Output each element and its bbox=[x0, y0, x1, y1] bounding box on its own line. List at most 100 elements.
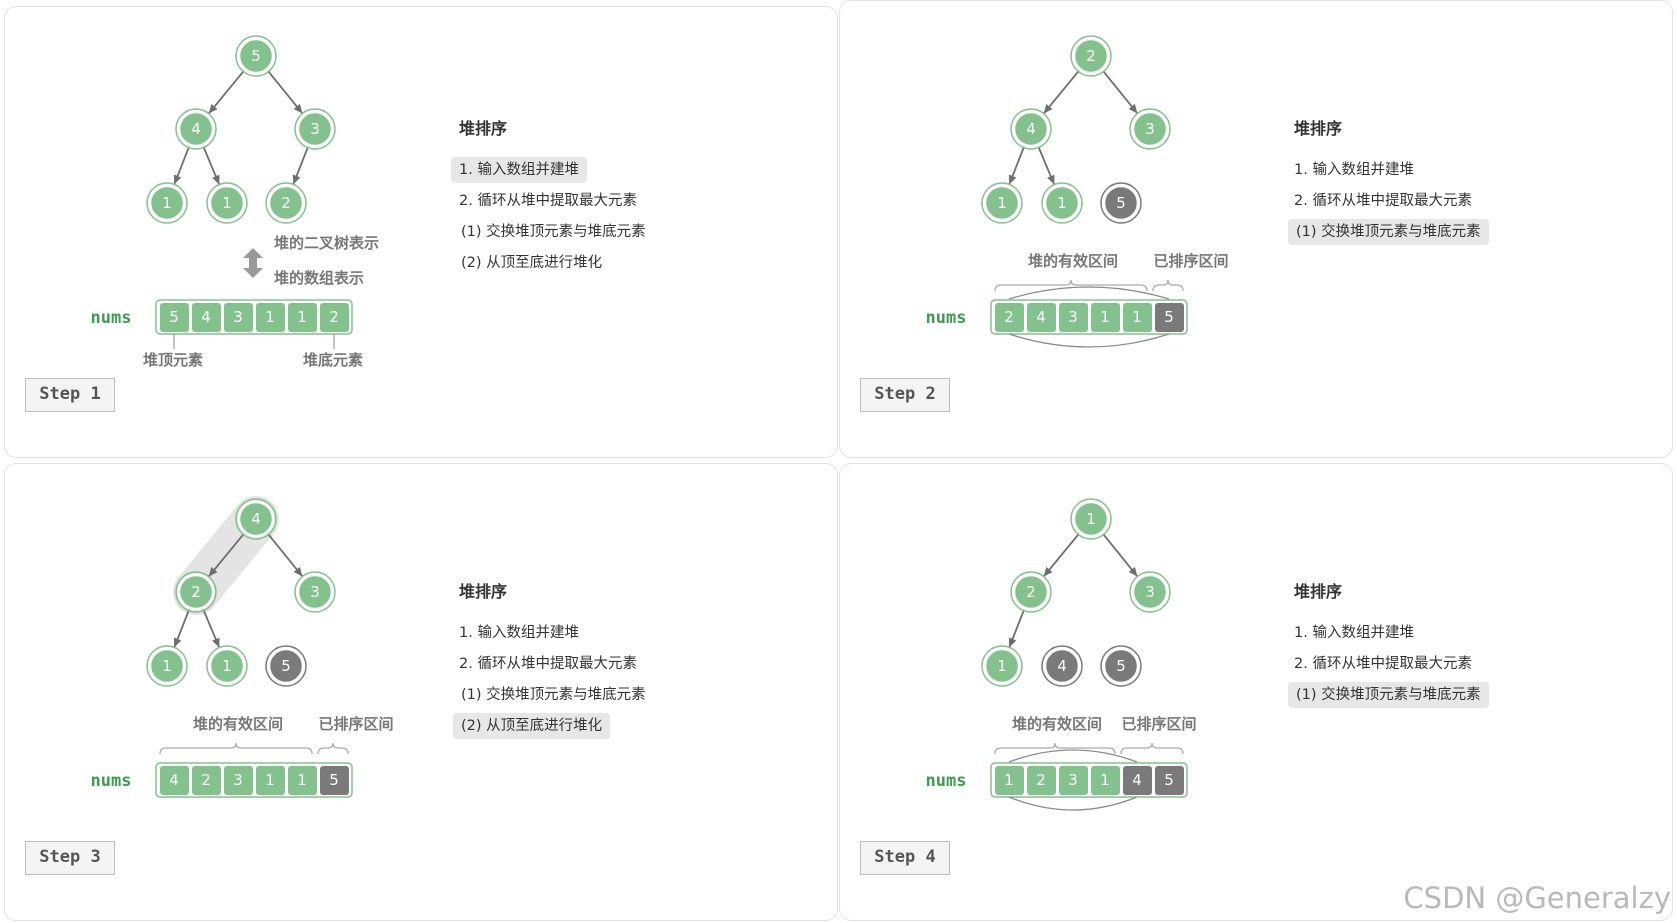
tree-node-ring bbox=[1041, 645, 1083, 687]
array-cell bbox=[256, 303, 285, 332]
array-cell-value: 1 bbox=[265, 771, 275, 789]
valid-range-brace bbox=[159, 742, 313, 755]
tree-node-ring bbox=[1129, 108, 1171, 150]
array-cell bbox=[224, 766, 253, 795]
tree-node-value: 4 bbox=[251, 510, 261, 528]
algorithm-step-2a: (1) 交换堆顶元素与堆底元素 bbox=[461, 687, 646, 703]
array-cell-value: 1 bbox=[297, 771, 307, 789]
tree-node-ring bbox=[294, 571, 336, 613]
tree-node-ring bbox=[235, 35, 277, 77]
swap-arc-top bbox=[1008, 286, 1170, 300]
array-cell-value: 1 bbox=[1100, 771, 1110, 789]
array-cell-value: 1 bbox=[297, 308, 307, 326]
valid-range-label: 堆的有效区间 bbox=[1012, 715, 1102, 733]
tree-node-value: 4 bbox=[1057, 657, 1067, 675]
step-label: Step 2 bbox=[860, 378, 950, 412]
watermark: CSDN @Generalzy bbox=[1403, 881, 1671, 915]
tree-node-ring bbox=[1100, 645, 1142, 687]
algorithm-step-1: 1. 输入数组并建堆 bbox=[451, 157, 587, 183]
tree-edge bbox=[267, 70, 304, 115]
array-cell-value: 3 bbox=[1068, 308, 1078, 326]
array-cell-value: 1 bbox=[265, 308, 275, 326]
edge-arrowhead bbox=[292, 174, 301, 185]
tree-node bbox=[983, 647, 1021, 685]
array-cell-value: 1 bbox=[1100, 308, 1110, 326]
tree-node-value: 1 bbox=[1086, 510, 1096, 528]
tree-node-ring bbox=[175, 108, 217, 150]
tree-node-value: 1 bbox=[1057, 194, 1067, 212]
tree-node-ring bbox=[1070, 35, 1112, 77]
tree-node bbox=[983, 184, 1021, 222]
array-cell-value: 4 bbox=[1132, 771, 1142, 789]
array-cell bbox=[1155, 303, 1184, 332]
tree-node-value: 5 bbox=[251, 47, 261, 65]
tree-node-value: 2 bbox=[1086, 47, 1096, 65]
array-cell bbox=[1059, 303, 1088, 332]
tree-node-value: 5 bbox=[281, 657, 291, 675]
array-cell bbox=[1091, 766, 1120, 795]
edge-arrowhead bbox=[1043, 104, 1053, 114]
array-cell-value: 4 bbox=[201, 308, 211, 326]
array-cell-value: 3 bbox=[233, 308, 243, 326]
tree-node bbox=[1043, 184, 1081, 222]
edge-arrowhead bbox=[173, 637, 182, 648]
algorithm-title: 堆排序 bbox=[1294, 582, 1343, 601]
edge-arrowhead bbox=[208, 567, 218, 577]
sorted-range-label: 已排序区间 bbox=[1121, 715, 1196, 733]
array-cell-value: 4 bbox=[169, 771, 179, 789]
tree-node-ring bbox=[1010, 108, 1052, 150]
array-cell-value: 3 bbox=[233, 771, 243, 789]
array-cell bbox=[1059, 766, 1088, 795]
tree-node-ring bbox=[294, 108, 336, 150]
algorithm-title: 堆排序 bbox=[459, 582, 508, 601]
tree-edge bbox=[267, 533, 304, 578]
array-cell-value: 4 bbox=[1036, 308, 1046, 326]
tree-node-ring bbox=[981, 645, 1023, 687]
tree-edge bbox=[208, 533, 245, 578]
valid-range-brace bbox=[994, 279, 1148, 292]
tree-node bbox=[1012, 110, 1050, 148]
edge-arrowhead bbox=[212, 174, 220, 185]
array-cell bbox=[1123, 766, 1152, 795]
algorithm-step-2b: (2) 从顶至底进行堆化 bbox=[461, 255, 603, 271]
array-cell bbox=[1027, 303, 1056, 332]
tree-node-value: 1 bbox=[997, 194, 1007, 212]
algorithm-step-1: 1. 输入数组并建堆 bbox=[1294, 162, 1414, 178]
array-cell bbox=[995, 766, 1024, 795]
step-label: Step 1 bbox=[25, 378, 115, 412]
tree-node bbox=[267, 184, 305, 222]
tree-edge bbox=[1043, 533, 1080, 578]
heap-bottom-label: 堆底元素 bbox=[303, 351, 363, 369]
tree-node-ring bbox=[1010, 571, 1052, 613]
tree-node-value: 5 bbox=[1116, 194, 1126, 212]
tree-node-ring bbox=[146, 182, 188, 224]
tree-node-ring bbox=[1100, 182, 1142, 224]
tree-repr-label: 堆的二叉树表示 bbox=[274, 234, 379, 252]
nums-label: nums bbox=[91, 771, 132, 791]
tree-node bbox=[1043, 647, 1081, 685]
tree-edge bbox=[1102, 70, 1139, 115]
algorithm-step-2a: (1) 交换堆顶元素与堆底元素 bbox=[461, 224, 646, 240]
tree-edge bbox=[208, 70, 245, 115]
array-cell bbox=[1155, 766, 1184, 795]
edge-arrowhead bbox=[1128, 103, 1138, 114]
algorithm-step-2: 2. 循环从堆中提取最大元素 bbox=[459, 193, 637, 209]
array-cell bbox=[1123, 303, 1152, 332]
tree-node-ring bbox=[206, 645, 248, 687]
tree-node-value: 3 bbox=[310, 583, 320, 601]
nums-label: nums bbox=[926, 308, 967, 328]
tree-node-value: 1 bbox=[222, 657, 232, 675]
tree-node bbox=[1102, 184, 1140, 222]
tree-node-value: 4 bbox=[191, 120, 201, 138]
array-cell bbox=[320, 766, 349, 795]
sorted-range-brace bbox=[1120, 742, 1184, 755]
tree-node bbox=[177, 110, 215, 148]
tree-node bbox=[1131, 573, 1169, 611]
array-cell bbox=[288, 303, 317, 332]
